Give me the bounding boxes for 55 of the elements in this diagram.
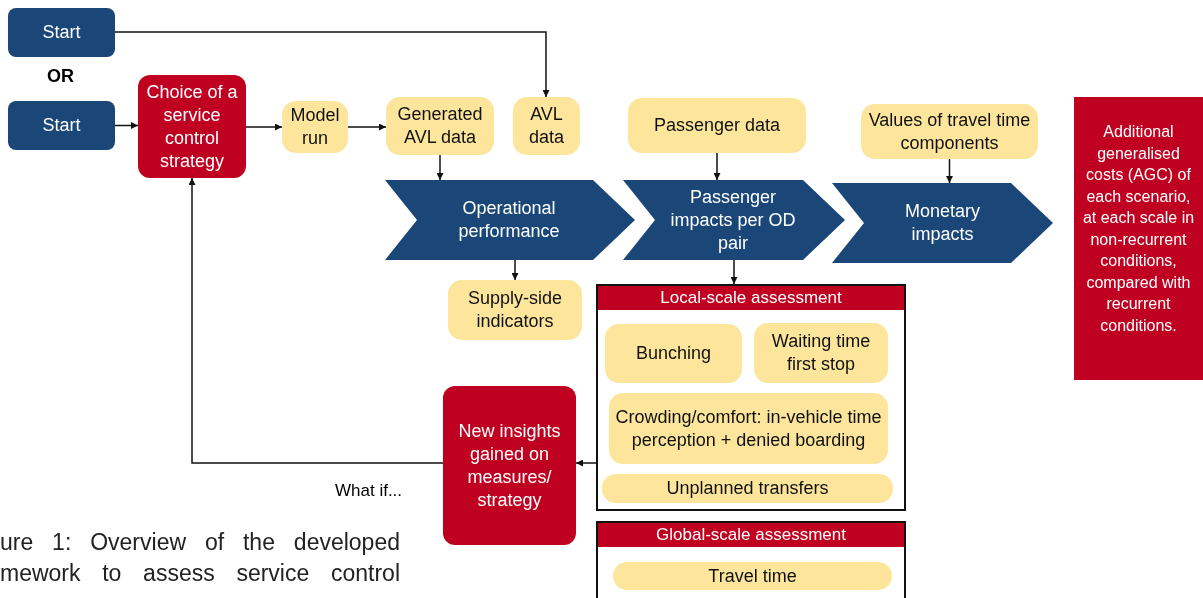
box-text: Crowding/comfort: in-vehicle time perception + denied boarding xyxy=(615,405,882,452)
box-text: Additional generalised costs (AGC) of each scenario, at each scale in non-recurrent conditions, compared with recurrent conditions. xyxy=(1081,122,1196,336)
start-box xyxy=(8,8,115,57)
info-box xyxy=(282,101,348,153)
process-box xyxy=(138,75,246,178)
chevron-step xyxy=(832,183,1053,263)
box-text: Model run xyxy=(289,104,341,150)
box-text: Monetary impacts xyxy=(903,200,981,246)
or-label: OR xyxy=(47,66,74,87)
arrow xyxy=(347,123,387,131)
box-text: Start xyxy=(42,114,81,137)
arrow xyxy=(114,31,550,98)
info-box xyxy=(861,104,1038,159)
box-text: Supply-side indicators xyxy=(466,287,564,333)
info-box xyxy=(609,393,888,464)
box-text: Unplanned transfers xyxy=(666,477,829,500)
arrow xyxy=(713,152,721,181)
box-text: Waiting time first stop xyxy=(770,330,872,376)
caption: ure 1: Overview of the developed mework to assess service control xyxy=(0,528,400,588)
arrow xyxy=(946,158,953,184)
chevron-step xyxy=(385,180,635,260)
box-text: Values of travel time components xyxy=(867,108,1032,155)
info-box xyxy=(754,323,888,383)
info-box xyxy=(602,474,893,503)
box-text: Operational performance xyxy=(457,197,561,243)
arrow xyxy=(188,177,444,464)
box-text: Passenger data xyxy=(653,114,781,137)
arrow xyxy=(575,459,597,467)
arrow xyxy=(245,123,283,131)
box-text: AVL data xyxy=(527,103,565,149)
assessment-frame xyxy=(596,521,906,598)
frame-heading: Global-scale assessment xyxy=(598,523,904,547)
info-box xyxy=(513,97,580,155)
info-box xyxy=(613,562,892,590)
arrow xyxy=(436,154,444,181)
process-box xyxy=(443,386,576,545)
arrow xyxy=(114,122,139,129)
info-box xyxy=(605,324,742,383)
box-text: Choice of a service control strategy xyxy=(145,80,239,173)
arrow xyxy=(730,259,738,285)
arrow xyxy=(511,259,519,281)
box-text: Bunching xyxy=(635,342,712,365)
info-box xyxy=(386,97,494,155)
info-box xyxy=(628,98,806,153)
box-text: Generated AVL data xyxy=(396,103,484,149)
chevron-step xyxy=(623,180,845,260)
start-box xyxy=(8,101,115,150)
box-text: Start xyxy=(42,21,81,44)
box-text: Passenger impacts per OD pair xyxy=(669,185,797,255)
assessment-frame xyxy=(596,284,906,511)
info-box xyxy=(448,280,582,340)
box-text: Travel time xyxy=(708,564,797,588)
frame-heading: Local-scale assessment xyxy=(598,286,904,310)
box-text: New insights gained on measures/ strategy xyxy=(457,419,562,512)
result-box xyxy=(1074,97,1203,380)
